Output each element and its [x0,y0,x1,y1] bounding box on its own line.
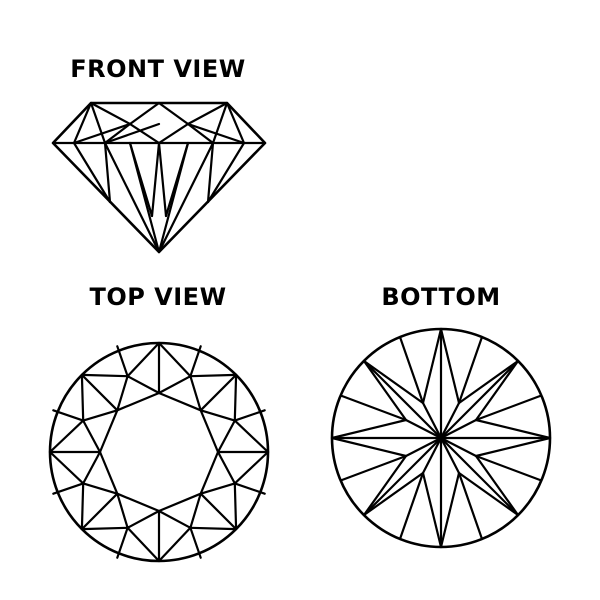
bottom-girdle-facets [340,335,542,541]
top-girdle-facets [48,341,270,563]
front-pavilion-facets [72,141,246,254]
front-view-label: FRONT VIEW [70,55,246,83]
bottom-view-label: BOTTOM [381,283,501,311]
front-outline [51,101,267,254]
bottom-view-diamond [330,327,552,549]
front-crown-facets [72,101,246,145]
front-view-diamond [51,101,267,254]
top-view-diamond [48,341,270,563]
top-view-label: TOP VIEW [89,283,227,311]
bottom-main-facets [330,327,552,549]
